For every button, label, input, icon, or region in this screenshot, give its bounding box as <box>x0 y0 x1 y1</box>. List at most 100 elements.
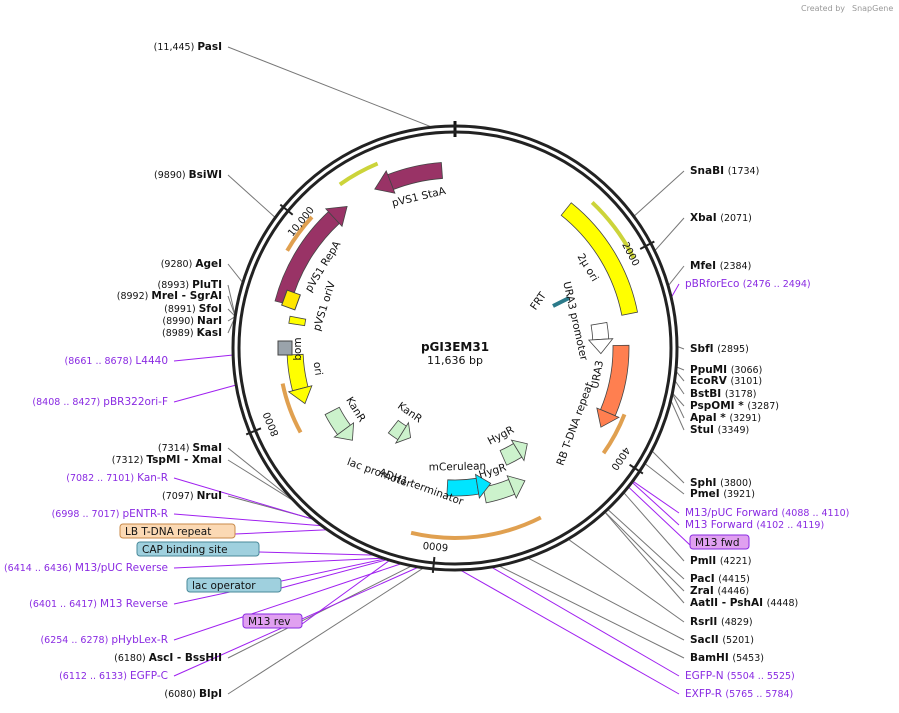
boxed-leader <box>258 551 376 556</box>
bom-box <box>277 340 293 356</box>
boxed-label-bg <box>119 523 236 539</box>
enzyme-label: SbfI (2895) <box>690 343 749 355</box>
primer-leader <box>459 569 680 695</box>
enzyme-position: (3349) <box>718 425 750 436</box>
primer-range: (5504 .. 5525) <box>727 671 795 682</box>
primer-name: EGFP-N <box>685 670 727 682</box>
boxed-leader <box>627 486 691 546</box>
enzyme-position: (4221) <box>720 556 752 567</box>
feature-arc <box>387 419 407 441</box>
feature-arrowhead <box>333 421 355 441</box>
tick-label: 4000 <box>608 445 631 472</box>
primer-leader <box>632 480 680 514</box>
enzyme-position: (3287) <box>747 401 779 412</box>
boxed-leader <box>301 559 391 625</box>
primer-label: (8661 .. 8678) L4440 <box>65 355 168 367</box>
enzyme-label: (8989) KasI <box>162 327 222 339</box>
enzyme-name: SacII <box>690 634 722 646</box>
enzyme-leader <box>607 508 685 580</box>
boxed-label-bg <box>242 613 303 629</box>
enzyme-label: XbaI (2071) <box>690 212 752 224</box>
plasmid-name: pGI3EM31 <box>421 340 489 354</box>
inner-feature-label: RB T-DNA repeat <box>555 381 596 468</box>
tick-label: 6000 <box>422 539 448 552</box>
feature-arc <box>387 162 443 191</box>
primer-name: pBRforEco <box>685 278 743 290</box>
enzyme-position: (5453) <box>732 653 764 664</box>
enzyme-leader <box>623 492 685 562</box>
enzyme-position: (7314) <box>158 443 193 454</box>
enzyme-label: (8992) MreI - SgrAI <box>117 290 222 302</box>
feature-arrowhead <box>287 385 313 405</box>
feature-label: URA3 <box>589 359 606 389</box>
primer-name: pHybLex-R <box>111 634 168 646</box>
enzyme-label: (9280) AgeI <box>161 258 222 270</box>
backbone-outer <box>231 124 679 572</box>
primer-label: (6112 .. 6133) EGFP-C <box>59 670 168 682</box>
primer-range: (5765 .. 5784) <box>725 689 793 700</box>
tick-label: 8000 <box>262 410 282 438</box>
feature-label: 2μ ori <box>575 252 601 284</box>
primer-label: (8408 .. 8427) pBR322ori-F <box>32 396 168 408</box>
enzyme-leader <box>644 462 685 495</box>
primer-label: (6401 .. 6417) M13 Reverse <box>29 598 168 610</box>
enzyme-position: (5201) <box>722 635 754 646</box>
enzyme-position: (8992) <box>117 291 152 302</box>
enzyme-leader <box>672 392 685 407</box>
enzyme-position: (3291) <box>729 413 761 424</box>
feature-arrowhead <box>394 421 412 444</box>
enzyme-leader <box>227 284 236 317</box>
small-yellow-feature <box>281 289 301 311</box>
primer-range: (2476 .. 2494) <box>743 279 811 290</box>
primer-leader <box>173 477 315 521</box>
enzyme-label: SnaBI (1734) <box>690 165 759 177</box>
feature-label: pVS1 StaA <box>391 185 448 210</box>
enzyme-name: PacI <box>690 573 718 585</box>
enzyme-name: BlpI <box>199 688 222 700</box>
enzyme-label: (8993) PluTI <box>158 279 222 291</box>
enzyme-label: SphI (3800) <box>690 477 752 489</box>
primer-leader <box>670 283 680 298</box>
enzyme-label: BamHI (5453) <box>690 652 764 664</box>
enzyme-label: (6180) AscI - BssHII <box>114 652 222 664</box>
primer-label: (6414 .. 6436) M13/pUC Reverse <box>4 562 168 574</box>
enzyme-leader <box>498 565 685 659</box>
enzyme-name: PmeI <box>690 488 723 500</box>
enzyme-position: (8989) <box>162 328 197 339</box>
feature-arrowhead <box>324 205 348 228</box>
enzyme-position: (9280) <box>161 259 196 270</box>
enzyme-position: (8991) <box>164 304 199 315</box>
enzyme-leader <box>671 393 685 419</box>
enzyme-position: (6080) <box>164 689 199 700</box>
enzyme-name: SmaI <box>193 442 223 454</box>
enzyme-name: SbfI <box>690 343 717 355</box>
highlight-arc <box>601 413 627 455</box>
enzyme-label: (9890) BsiWI <box>154 169 222 181</box>
feature-arc <box>590 321 610 341</box>
enzyme-name: PspOMI * <box>690 400 747 412</box>
primer-leader <box>173 354 234 362</box>
boxed-leader <box>234 529 328 535</box>
enzyme-name: PpuMI <box>690 364 731 376</box>
primer-name: M13 Forward <box>685 519 756 531</box>
enzyme-label: (11,445) PasI <box>154 41 222 53</box>
feature-arrowhead <box>374 170 396 194</box>
enzyme-position: (4448) <box>767 598 799 609</box>
enzyme-name: PluTI <box>192 279 222 291</box>
enzyme-position: (4446) <box>717 586 749 597</box>
primer-range: (8408 .. 8427) <box>32 397 103 408</box>
enzyme-position: (2071) <box>720 213 752 224</box>
enzyme-leader <box>654 217 685 252</box>
enzyme-name: NruI <box>197 490 222 502</box>
enzyme-name: MfeI <box>690 260 720 272</box>
enzyme-label: EcoRV (3101) <box>690 375 762 387</box>
enzyme-leader <box>670 400 685 431</box>
enzyme-position: (2384) <box>720 261 752 272</box>
backbone-inner <box>237 130 673 566</box>
highlight-arc <box>285 215 314 252</box>
credit-brand: SnapGene <box>852 4 893 13</box>
primer-range: (8661 .. 8678) <box>65 356 136 367</box>
boxed-label-bg <box>689 534 750 550</box>
primer-name: pENTR-R <box>122 508 168 520</box>
